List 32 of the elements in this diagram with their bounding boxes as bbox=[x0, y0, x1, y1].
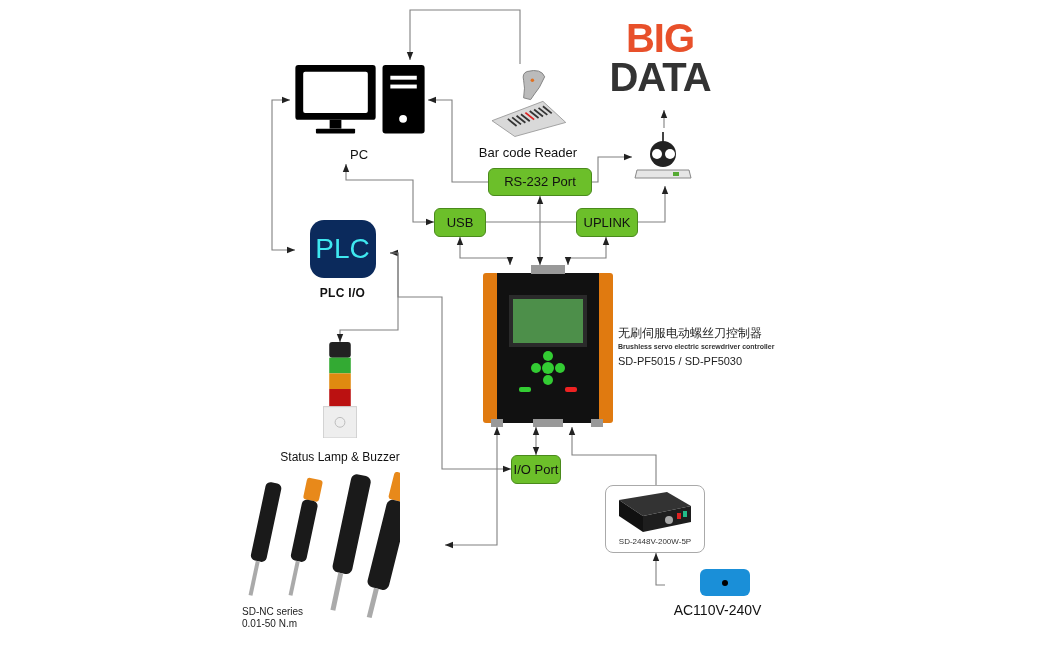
port-box: USB bbox=[434, 208, 486, 237]
power-supply-card bbox=[605, 485, 705, 553]
connector-arrow bbox=[532, 426, 540, 456]
connector-arrow bbox=[271, 96, 296, 254]
model-label: SD-2448V-200W-5P bbox=[618, 536, 692, 548]
device-label: Status Lamp & Buzzer bbox=[280, 449, 400, 466]
connector-arrow bbox=[591, 153, 633, 183]
connector-arrow bbox=[406, 9, 521, 65]
connector-arrow bbox=[427, 96, 489, 183]
connector-arrow bbox=[342, 163, 435, 226]
port-box: RS-232 Port bbox=[488, 168, 592, 196]
connector-arrow bbox=[336, 252, 399, 343]
device-label: Bar code Reader bbox=[478, 143, 578, 162]
connector-arrow bbox=[444, 426, 501, 549]
connector-arrow bbox=[637, 185, 669, 223]
port-box: UPLINK bbox=[576, 208, 638, 237]
voltage-label: AC110V-240V bbox=[673, 601, 762, 620]
device-label: PLC I/O bbox=[319, 285, 366, 302]
connector-arrow bbox=[652, 552, 666, 586]
product-title: 无刷伺服电动螺丝刀控制器 bbox=[618, 325, 763, 342]
model-number: SD-PF5015 / SD-PF5030 bbox=[618, 353, 744, 369]
connector-arrow bbox=[564, 236, 610, 266]
plc-app-icon: PLC bbox=[309, 220, 376, 278]
port-box: I/O Port bbox=[511, 455, 561, 484]
connector-arrow bbox=[456, 236, 514, 266]
product-series-label: SD-NC series 0.01-50 N.m bbox=[242, 606, 305, 630]
connector-arrow bbox=[568, 426, 657, 486]
connector-arrow bbox=[536, 195, 544, 266]
word-cloud-heading: BIG bbox=[625, 19, 695, 57]
word-cloud-heading: DATA bbox=[609, 57, 711, 97]
connector-arrow bbox=[660, 109, 668, 129]
device-label: PC bbox=[349, 145, 369, 164]
